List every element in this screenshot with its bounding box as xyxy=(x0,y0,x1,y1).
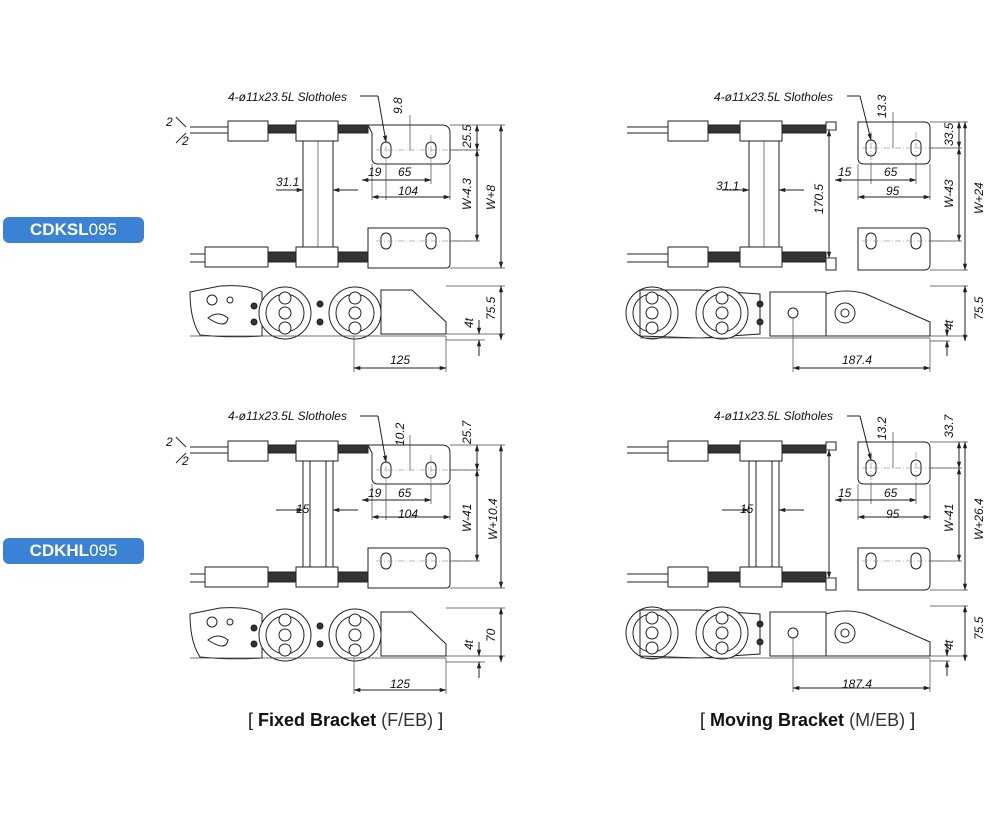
dim-inner: W-41 xyxy=(942,504,956,532)
caption-open: [ xyxy=(248,710,259,730)
dim-slot: 65 xyxy=(884,486,898,500)
moving-bracket-plan-cdksl xyxy=(627,96,968,270)
labels-moving-cdkhl: 4-ø11x23.5L Slotholes 13.2 15 65 95 33.7… xyxy=(714,409,986,691)
dim-thick: 4t xyxy=(942,639,956,650)
dim-base: 104 xyxy=(398,507,418,521)
dim-outer: W+26.4 xyxy=(972,498,986,540)
dim-edge: 33.5 xyxy=(942,122,956,146)
caption-code: (F/EB) xyxy=(381,710,434,730)
caption-name: Fixed Bracket xyxy=(258,710,377,730)
badge-series: CDKSL xyxy=(30,220,89,239)
caption-open: [ xyxy=(700,710,711,730)
series-badge-cdksl: CDKSL095 xyxy=(3,217,144,243)
moving-bracket-plan-cdkhl xyxy=(627,416,968,590)
dim-gap: 31.1 xyxy=(716,179,739,193)
dim-height: 75.5 xyxy=(484,296,498,320)
fixed-bracket-plan-cdksl xyxy=(190,96,505,268)
dim-pitch: 9.8 xyxy=(391,97,405,114)
moving-bracket-side-cdksl xyxy=(626,286,968,372)
slot-note: 4-ø11x23.5L Slotholes xyxy=(714,409,833,423)
dim-offset: 19 xyxy=(368,165,382,179)
slot-note: 4-ø11x23.5L Slotholes xyxy=(714,90,833,104)
dim-edge: 25.7 xyxy=(460,419,474,445)
dim-pitch: 13.2 xyxy=(875,416,889,440)
dim-thick: 4t xyxy=(462,639,476,650)
hl-crossbar-fixed xyxy=(309,460,327,568)
dim-offset: 15 xyxy=(838,486,852,500)
dim-offset: 19 xyxy=(368,486,382,500)
dim-length: 187.4 xyxy=(842,677,872,691)
dim-offset: 15 xyxy=(838,165,852,179)
dim-inner: W-43 xyxy=(942,179,956,208)
dim-pitch: 13.3 xyxy=(875,94,889,118)
dim-height: 70 xyxy=(484,628,498,642)
dim-pitch: 10.2 xyxy=(393,422,407,446)
badge-size: 095 xyxy=(88,220,117,239)
dim-slot: 65 xyxy=(884,165,898,179)
labels-fixed-cdksl: 4-ø11x23.5L Slotholes 9.8 19 65 104 25.5… xyxy=(165,90,498,367)
dim-slot: 65 xyxy=(398,486,412,500)
moving-bracket-side-cdkhl xyxy=(626,606,968,692)
dim-gap: 15 xyxy=(740,502,754,516)
dim-span: 170.5 xyxy=(812,184,826,214)
dim-base: 95 xyxy=(886,184,900,198)
fixed-bracket-side-cdksl xyxy=(190,286,505,372)
labels-fixed-cdkhl: 4-ø11x23.5L Slotholes 10.2 19 65 104 25.… xyxy=(165,409,500,691)
dim-slot: 65 xyxy=(398,165,412,179)
dim-height: 75.5 xyxy=(972,616,986,640)
dim-side-b: 2 xyxy=(181,454,189,468)
dim-outer: W+10.4 xyxy=(486,498,500,540)
caption-code: (M/EB) xyxy=(849,710,906,730)
caption-close: ] xyxy=(905,710,916,730)
slot-note: 4-ø11x23.5L Slotholes xyxy=(228,409,347,423)
dim-side-a: 2 xyxy=(165,435,173,449)
dim-side-b: 2 xyxy=(181,134,189,148)
dim-length: 125 xyxy=(390,353,410,367)
caption-name: Moving Bracket xyxy=(710,710,845,730)
dim-outer: W+24 xyxy=(972,182,986,214)
hl-crossbar-moving xyxy=(755,460,773,568)
labels-moving-cdksl: 4-ø11x23.5L Slotholes 13.3 15 65 95 33.5… xyxy=(714,90,986,367)
fixed-bracket-plan-cdkhl xyxy=(190,416,505,588)
dim-outer: W+8 xyxy=(484,185,498,210)
dim-base: 95 xyxy=(886,507,900,521)
badge-size: 095 xyxy=(89,541,118,560)
dim-edge: 25.5 xyxy=(460,124,474,149)
caption-moving-bracket: [ Moving Bracket (M/EB) ] xyxy=(700,710,915,731)
dim-edge: 33.7 xyxy=(942,413,956,438)
series-badge-cdkhl: CDKHL095 xyxy=(3,538,144,564)
fixed-bracket-side-cdkhl xyxy=(190,608,505,694)
side-offset-marks xyxy=(175,116,187,464)
dim-height: 75.5 xyxy=(972,296,986,320)
dim-base: 104 xyxy=(398,184,418,198)
dim-gap: 15 xyxy=(296,502,310,516)
caption-close: ] xyxy=(433,710,444,730)
dim-side-a: 2 xyxy=(165,115,173,129)
dim-length: 187.4 xyxy=(842,353,872,367)
caption-fixed-bracket: [ Fixed Bracket (F/EB) ] xyxy=(248,710,443,731)
dim-thick: 4t xyxy=(462,317,476,328)
slot-note: 4-ø11x23.5L Slotholes xyxy=(228,90,347,104)
dim-thick: 4t xyxy=(942,319,956,330)
dim-gap: 31.1 xyxy=(276,175,299,189)
badge-series: CDKHL xyxy=(29,541,90,560)
dim-length: 125 xyxy=(390,677,410,691)
dim-inner: W-4.3 xyxy=(460,178,474,210)
dim-inner: W-41 xyxy=(460,504,474,532)
